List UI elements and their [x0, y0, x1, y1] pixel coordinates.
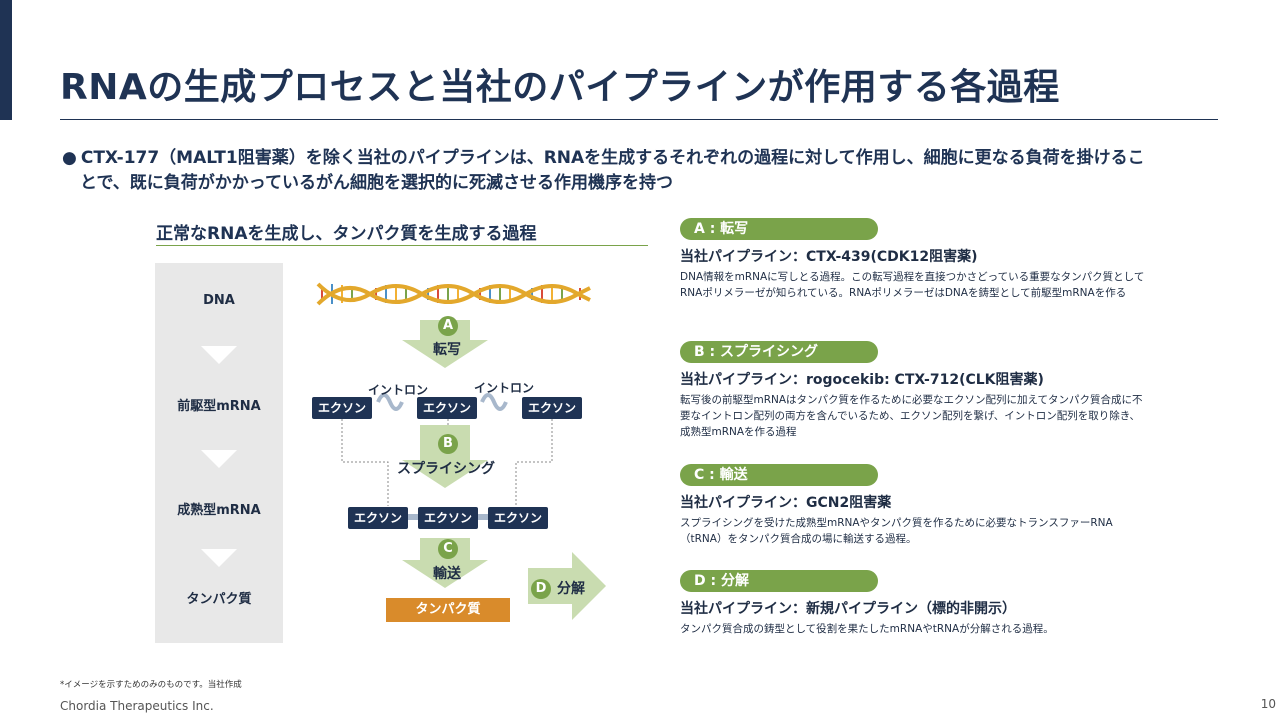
stage-down-arrow-icon	[201, 549, 237, 567]
stage-down-arrow-icon	[201, 450, 237, 468]
step-a-label: 転写	[433, 342, 461, 358]
lead-line-2: とで、既に負荷がかかっているがん細胞を選択的に死滅させる作用機序を持つ	[80, 173, 673, 193]
step-b-arrow-icon	[402, 425, 488, 488]
exon-block: エクソン	[312, 397, 372, 419]
step-b-pill: B : スプライシング	[680, 341, 878, 363]
step-b-badge: B	[438, 434, 458, 454]
step-d-pill: D : 分解	[680, 570, 878, 592]
protein-block: タンパク質	[386, 598, 510, 622]
exon-block: エクソン	[418, 507, 478, 529]
subtitle-divider	[156, 245, 648, 246]
bullet-icon: ●	[62, 148, 77, 168]
step-c-badge: C	[438, 539, 458, 559]
step-d-description: タンパク質合成の鋳型として役割を果たしたmRNAやtRNAが分解される過程。	[680, 623, 1054, 635]
step-c-pill: C : 輸送	[680, 464, 878, 486]
step-a-description: DNA情報をmRNAに写しとる過程。この転写過程を直接つかさどっている重要なタン…	[680, 271, 1145, 299]
step-d-badge: D	[531, 579, 551, 599]
step-b-label: スプライシング	[397, 461, 495, 477]
lead-line-1: CTX-177（MALT1阻害薬）を除く当社のパイプラインは、RNAを生成するそ…	[80, 148, 1145, 168]
intron-label: イントロン	[474, 381, 535, 395]
step-b-pipeline: 当社パイプライン：rogocekib: CTX-712(CLK阻害薬)	[680, 372, 1044, 388]
accent-bar	[0, 0, 12, 120]
step-d-label: 分解	[557, 581, 585, 597]
step-c-label: 輸送	[433, 566, 461, 582]
step-b-description: 転写後の前駆型mRNAはタンパク質を作るために必要なエクソン配列に加えてタンパク…	[680, 394, 1143, 438]
stage-down-arrow-icon	[201, 346, 237, 364]
exon-block: エクソン	[522, 397, 582, 419]
step-a-pipeline: 当社パイプライン：CTX-439(CDK12阻害薬)	[680, 249, 978, 265]
step-c-description: スプライシングを受けた成熟型mRNAやタンパク質を作るために必要なトランスファー…	[680, 517, 1113, 545]
page-number: 10	[1260, 697, 1276, 711]
stage-pre-mrna: 前駆型mRNA	[177, 399, 261, 414]
step-a-arrow-icon	[402, 320, 488, 368]
dna-helix-icon	[316, 282, 591, 306]
exon-block: エクソン	[417, 397, 477, 419]
lead-statement: ●CTX-177（MALT1阻害薬）を除く当社のパイプラインは、RNAを生成する…	[62, 146, 1232, 196]
stage-mature-mrna: 成熟型mRNA	[177, 503, 261, 518]
diagram-subtitle: 正常なRNAを生成し、タンパク質を生成する過程	[156, 224, 537, 244]
stage-protein: タンパク質	[186, 592, 252, 607]
exon-block: エクソン	[348, 507, 408, 529]
company-name: Chordia Therapeutics Inc.	[60, 699, 214, 713]
step-a-pill: A : 転写	[680, 218, 878, 240]
page-title: RNAの生成プロセスと当社のパイプラインが作用する各過程	[60, 67, 1060, 108]
step-d-arrow-icon	[528, 552, 606, 620]
step-d-pipeline: 当社パイプライン：新規パイプライン（標的非開示）	[680, 601, 1016, 617]
intron-label: イントロン	[368, 383, 429, 397]
process-diagram	[316, 282, 606, 620]
step-c-pipeline: 当社パイプライン：GCN2阻害薬	[680, 495, 892, 511]
step-a-badge: A	[438, 316, 458, 336]
step-c-arrow-icon	[402, 538, 488, 588]
stage-dna: DNA	[203, 293, 235, 308]
title-divider	[60, 119, 1218, 120]
footnote: *イメージを示すためのみのものです。当社作成	[60, 680, 242, 690]
exon-block: エクソン	[488, 507, 548, 529]
